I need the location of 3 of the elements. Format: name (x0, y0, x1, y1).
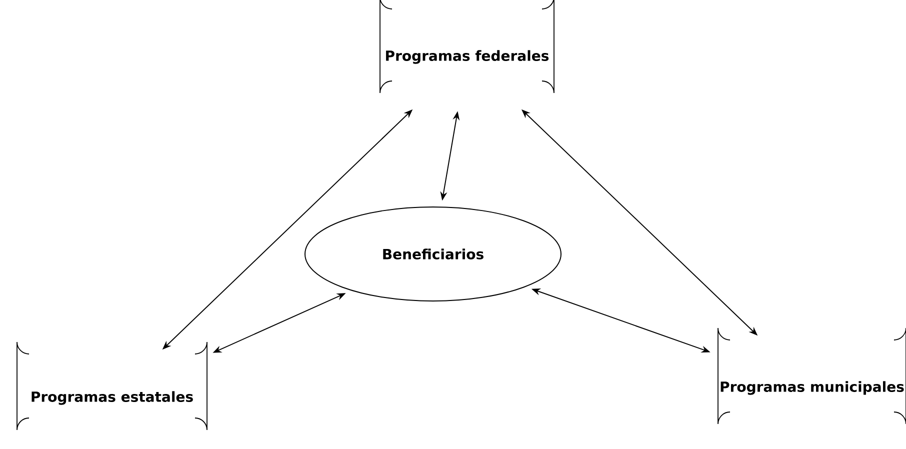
bracket-box: Programas estatales (16, 342, 208, 430)
bracket-box: Programas federales (380, 0, 554, 94)
ellipse-node: Beneficiarios (304, 206, 562, 302)
